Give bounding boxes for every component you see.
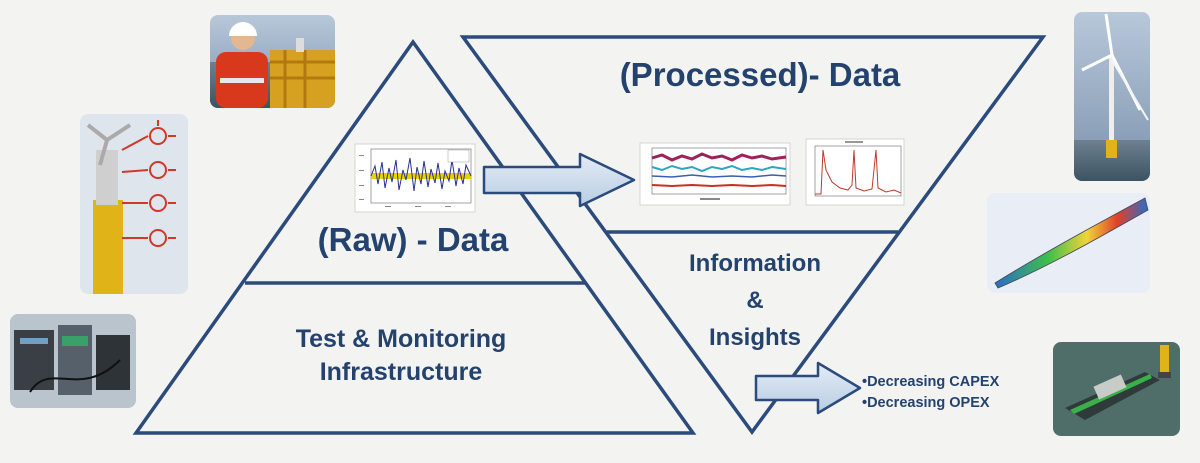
blade-simulation-photo (987, 193, 1150, 293)
infrastructure-label: Test & Monitoring Infrastructure (246, 325, 556, 387)
raw-to-processed-arrow (482, 152, 636, 208)
offshore-worker-photo (210, 15, 335, 108)
lab-equipment-photo (10, 314, 136, 408)
frequency-spectrum-chart (805, 138, 905, 206)
processed-data-label: (Processed)- Data (619, 56, 901, 93)
processed-timeseries-chart (639, 142, 791, 206)
outcome-item-capex: •Decreasing CAPEX (862, 374, 1000, 390)
information-insights-label: Information & Insights (660, 245, 850, 356)
wind-turbine-photo (1074, 12, 1150, 181)
outcomes-list: •Decreasing CAPEX •Decreasing OPEX (862, 372, 999, 414)
raw-data-label: (Raw) - Data (317, 221, 509, 258)
outcome-item-opex: •Decreasing OPEX (862, 395, 990, 411)
raw-signal-chart (354, 143, 476, 213)
info-label-line1: Information (689, 250, 821, 277)
service-vessel-photo (1053, 342, 1180, 436)
turbine-sensor-diagram (80, 114, 188, 294)
outcomes-arrow (754, 361, 862, 415)
raw-data-pyramid (132, 38, 697, 435)
infrastructure-label-line2: Infrastructure (319, 357, 483, 386)
info-label-line2: & (746, 287, 764, 314)
infrastructure-label-line1: Test & Monitoring (295, 325, 507, 353)
processed-data-funnel (459, 35, 1047, 435)
info-label-line3: Insights (708, 324, 801, 351)
